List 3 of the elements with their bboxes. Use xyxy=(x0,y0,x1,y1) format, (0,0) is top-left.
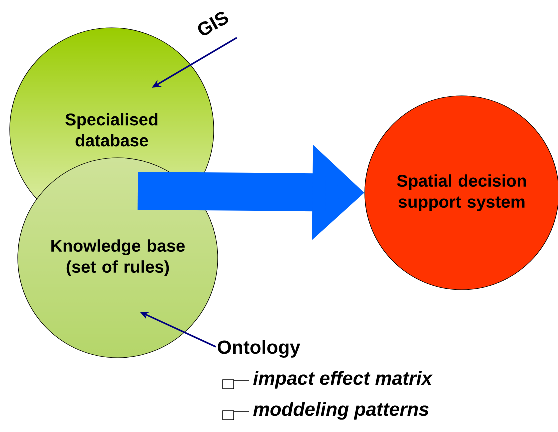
heading: Ontology xyxy=(218,340,300,358)
list-item: moddeling patterns xyxy=(254,402,429,420)
list-item: impact effect matrix xyxy=(254,371,433,389)
